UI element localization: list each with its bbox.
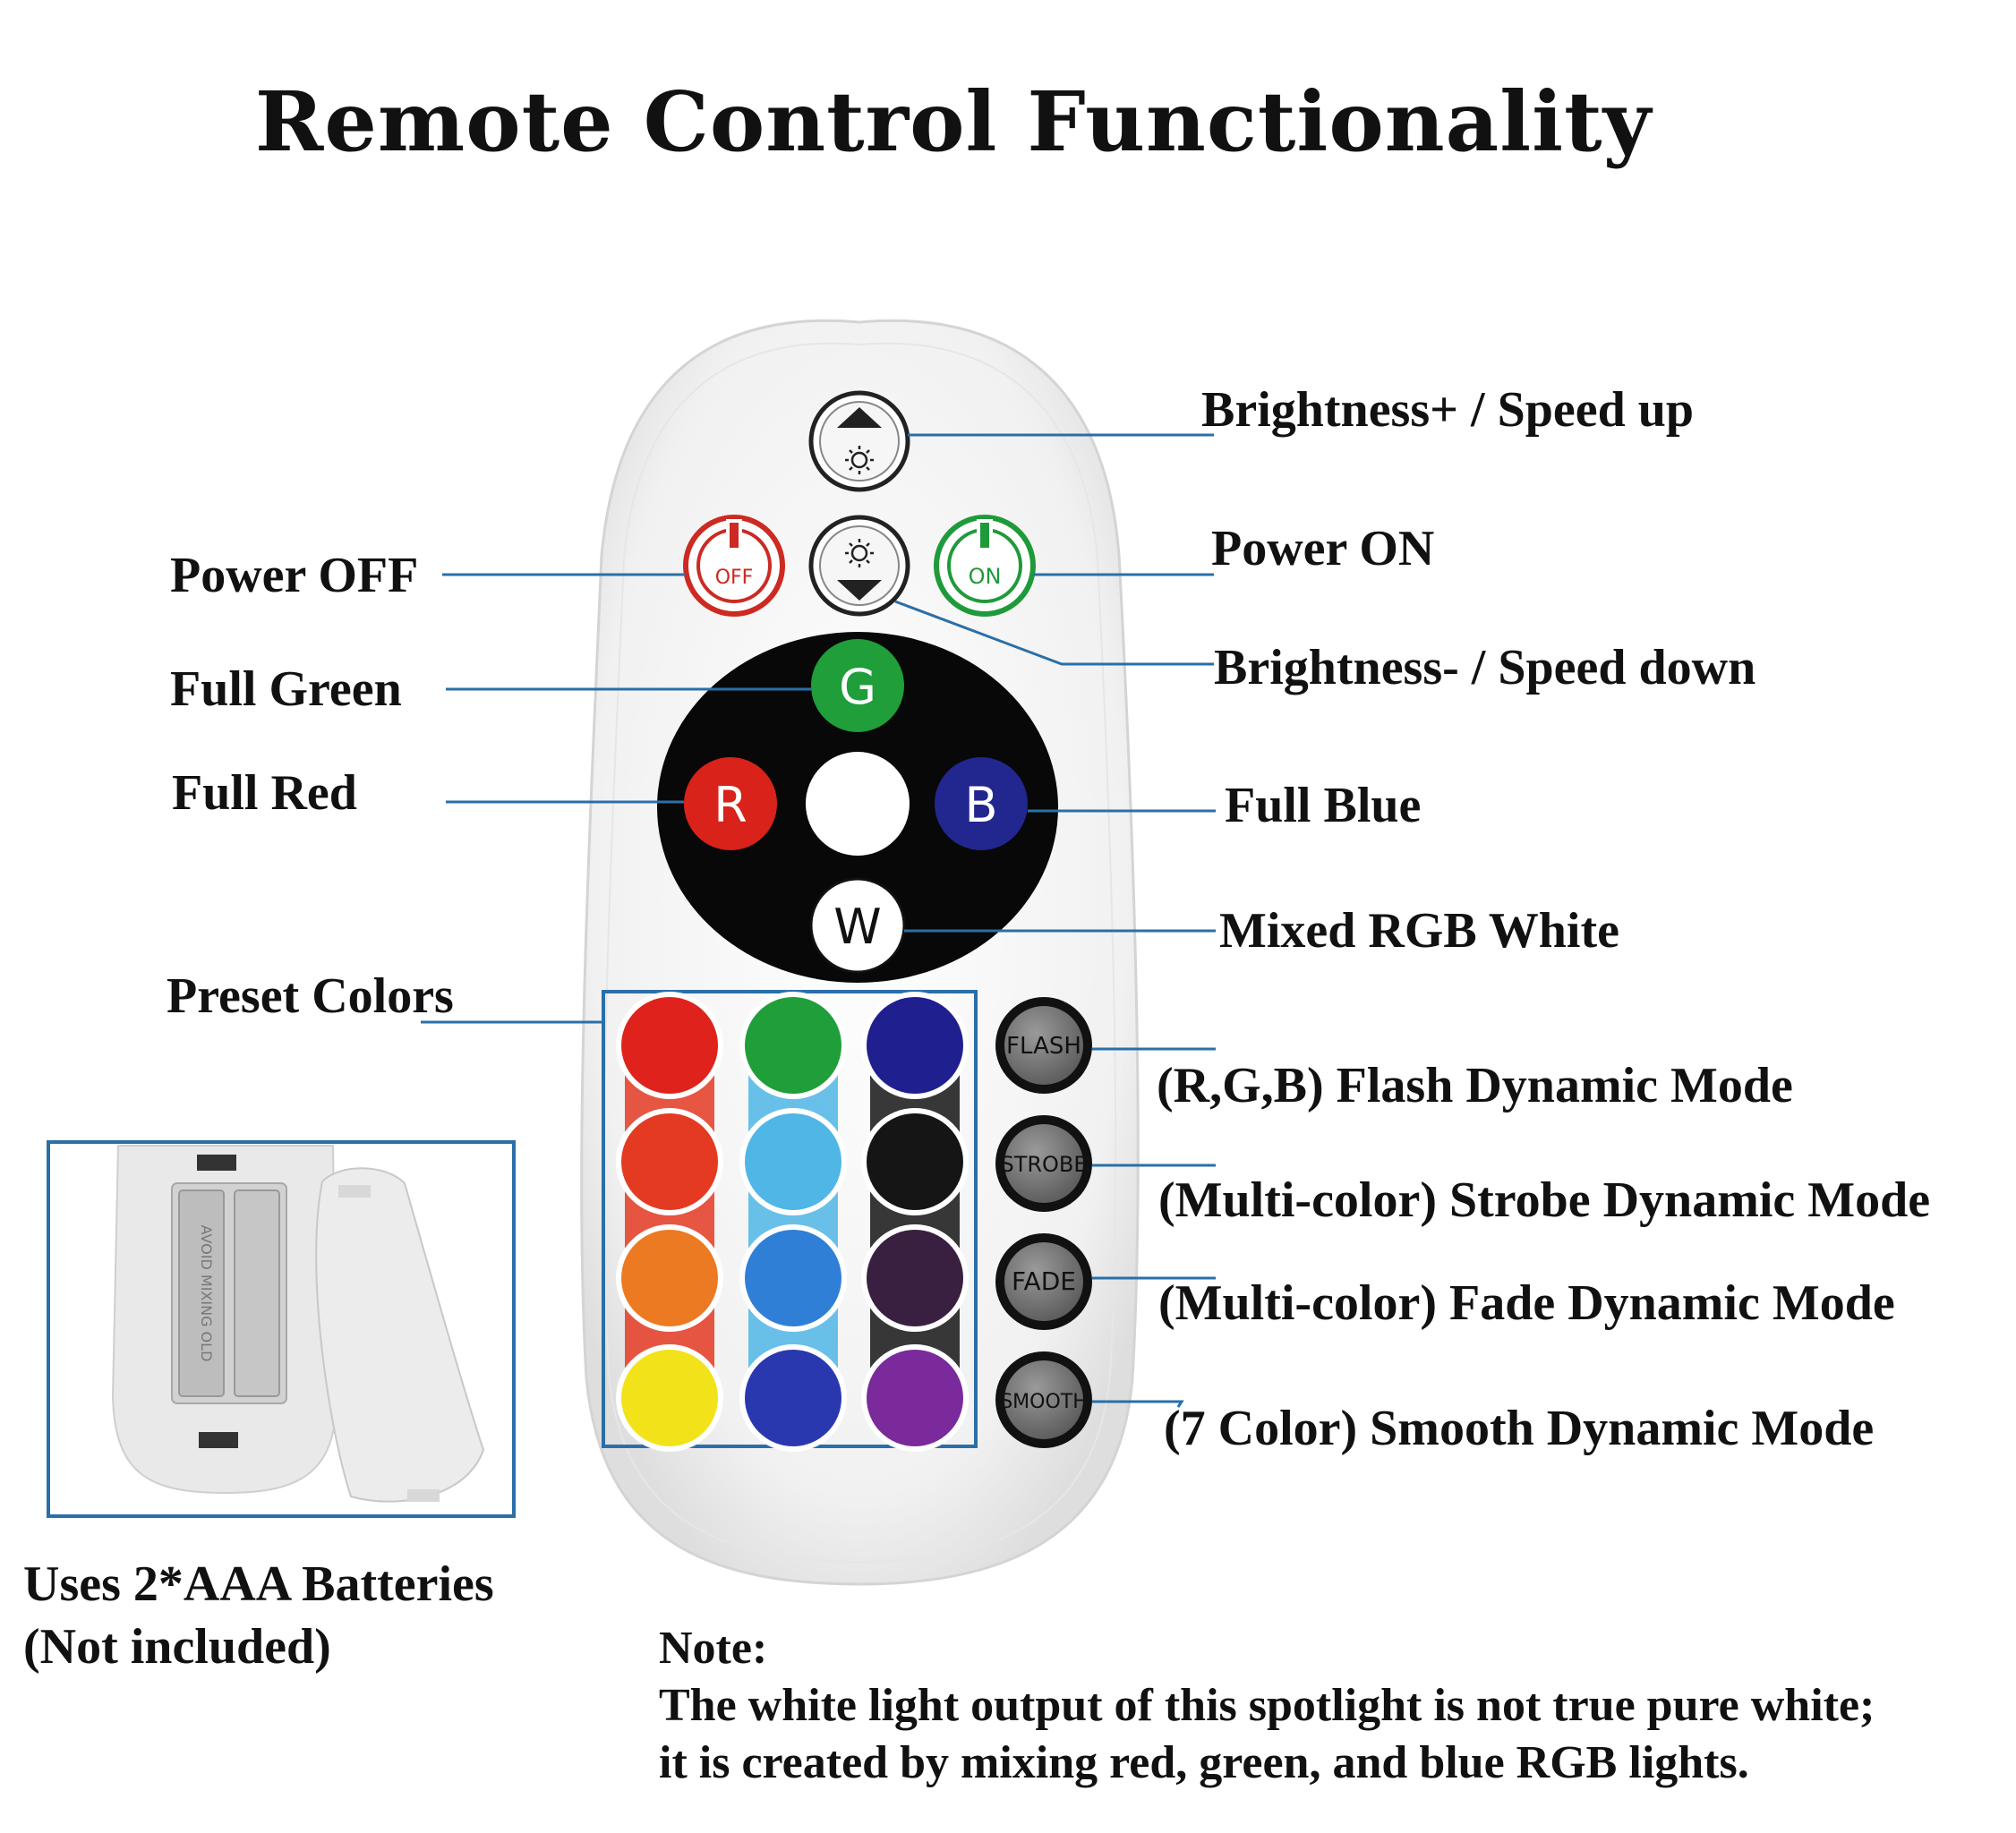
label-full-green: Full Green — [170, 661, 402, 717]
label-preset-colors: Preset Colors — [167, 968, 454, 1024]
preset-column-band — [625, 1045, 714, 1398]
label-mixed-white: Mixed RGB White — [1219, 903, 1619, 959]
red-button-label: R — [713, 777, 747, 833]
label-strobe-mode: (Multi-color) Strobe Dynamic Mode — [1158, 1172, 1931, 1228]
battery-compartment-photo: AVOID MIXING OLD — [47, 1140, 516, 1518]
preset-color-button[interactable] — [745, 1113, 841, 1210]
battery-line-1: Uses 2*AAA Batteries — [23, 1556, 494, 1612]
smooth-button[interactable]: SMOOTH — [995, 1351, 1092, 1448]
preset-color-button[interactable] — [621, 1113, 718, 1210]
full-blue-button[interactable]: B — [935, 757, 1028, 850]
flash-button[interactable]: FLASH — [995, 997, 1092, 1094]
blue-button-label: B — [964, 777, 997, 833]
label-brightness-down: Brightness- / Speed down — [1214, 640, 1756, 695]
smooth-label: SMOOTH — [1000, 1391, 1088, 1413]
sun-icon — [845, 446, 874, 474]
power-on-label: ON — [969, 564, 1002, 589]
preset-color-button[interactable] — [867, 1113, 963, 1210]
fade-button[interactable]: FADE — [995, 1233, 1092, 1330]
preset-color-button[interactable] — [867, 1350, 963, 1446]
power-icon — [977, 519, 993, 551]
preset-color-button[interactable] — [745, 1350, 841, 1446]
note-line-2: it is created by mixing red, green, and … — [659, 1737, 1749, 1788]
arrow-up-icon — [837, 407, 882, 428]
page-title: Remote Control Functionality — [254, 73, 1653, 170]
center-white-button[interactable] — [806, 752, 910, 856]
power-off-button[interactable]: OFF — [683, 515, 785, 617]
power-icon — [726, 519, 742, 551]
preset-colors-grid — [616, 992, 969, 1452]
leader-smooth — [1092, 1400, 1184, 1408]
leader-brightness-down — [894, 600, 1214, 666]
white-button-label: W — [833, 899, 881, 955]
label-full-red: Full Red — [172, 765, 357, 821]
leader-lines — [421, 433, 1216, 1408]
strobe-label: STROBE — [1000, 1152, 1087, 1177]
label-power-off: Power OFF — [170, 548, 419, 603]
brightness-down-button[interactable] — [808, 515, 910, 617]
preset-column-band — [870, 1045, 960, 1398]
label-brightness-up: Brightness+ / Speed up — [1201, 382, 1695, 438]
label-fade-mode: (Multi-color) Fade Dynamic Mode — [1158, 1275, 1895, 1331]
preset-color-button[interactable] — [867, 1230, 963, 1326]
battery-compartment-text: AVOID MIXING OLD — [198, 1225, 215, 1362]
sun-icon — [845, 539, 874, 567]
green-button-label: G — [839, 659, 876, 715]
note-block: Note: The white light output of this spo… — [659, 1620, 1875, 1792]
full-green-button[interactable]: G — [811, 639, 904, 732]
preset-color-button[interactable] — [621, 1230, 718, 1326]
mixed-white-button[interactable]: W — [809, 877, 906, 974]
strobe-button[interactable]: STROBE — [995, 1115, 1092, 1212]
preset-color-button[interactable] — [745, 1230, 841, 1326]
brightness-up-button[interactable] — [808, 390, 910, 492]
flash-label: FLASH — [1006, 1033, 1081, 1060]
note-heading: Note: — [659, 1623, 768, 1674]
note-line-1: The white light output of this spotlight… — [659, 1680, 1875, 1731]
power-on-button[interactable]: ON — [934, 515, 1036, 617]
preset-color-button[interactable] — [745, 997, 841, 1094]
arrow-down-icon — [837, 580, 882, 601]
label-full-blue: Full Blue — [1225, 778, 1422, 833]
preset-color-button[interactable] — [621, 997, 718, 1094]
battery-info: Uses 2*AAA Batteries (Not included) — [23, 1553, 494, 1678]
preset-column-band — [748, 1045, 838, 1398]
label-power-on: Power ON — [1211, 521, 1435, 576]
battery-line-2: (Not included) — [23, 1619, 331, 1675]
label-flash-mode: (R,G,B) Flash Dynamic Mode — [1157, 1058, 1793, 1113]
fade-label: FADE — [1012, 1266, 1076, 1296]
power-off-label: OFF — [715, 567, 754, 589]
preset-color-button[interactable] — [867, 997, 963, 1094]
label-smooth-mode: (7 Color) Smooth Dynamic Mode — [1164, 1401, 1875, 1456]
full-red-button[interactable]: R — [684, 757, 777, 850]
preset-color-button[interactable] — [621, 1350, 718, 1446]
